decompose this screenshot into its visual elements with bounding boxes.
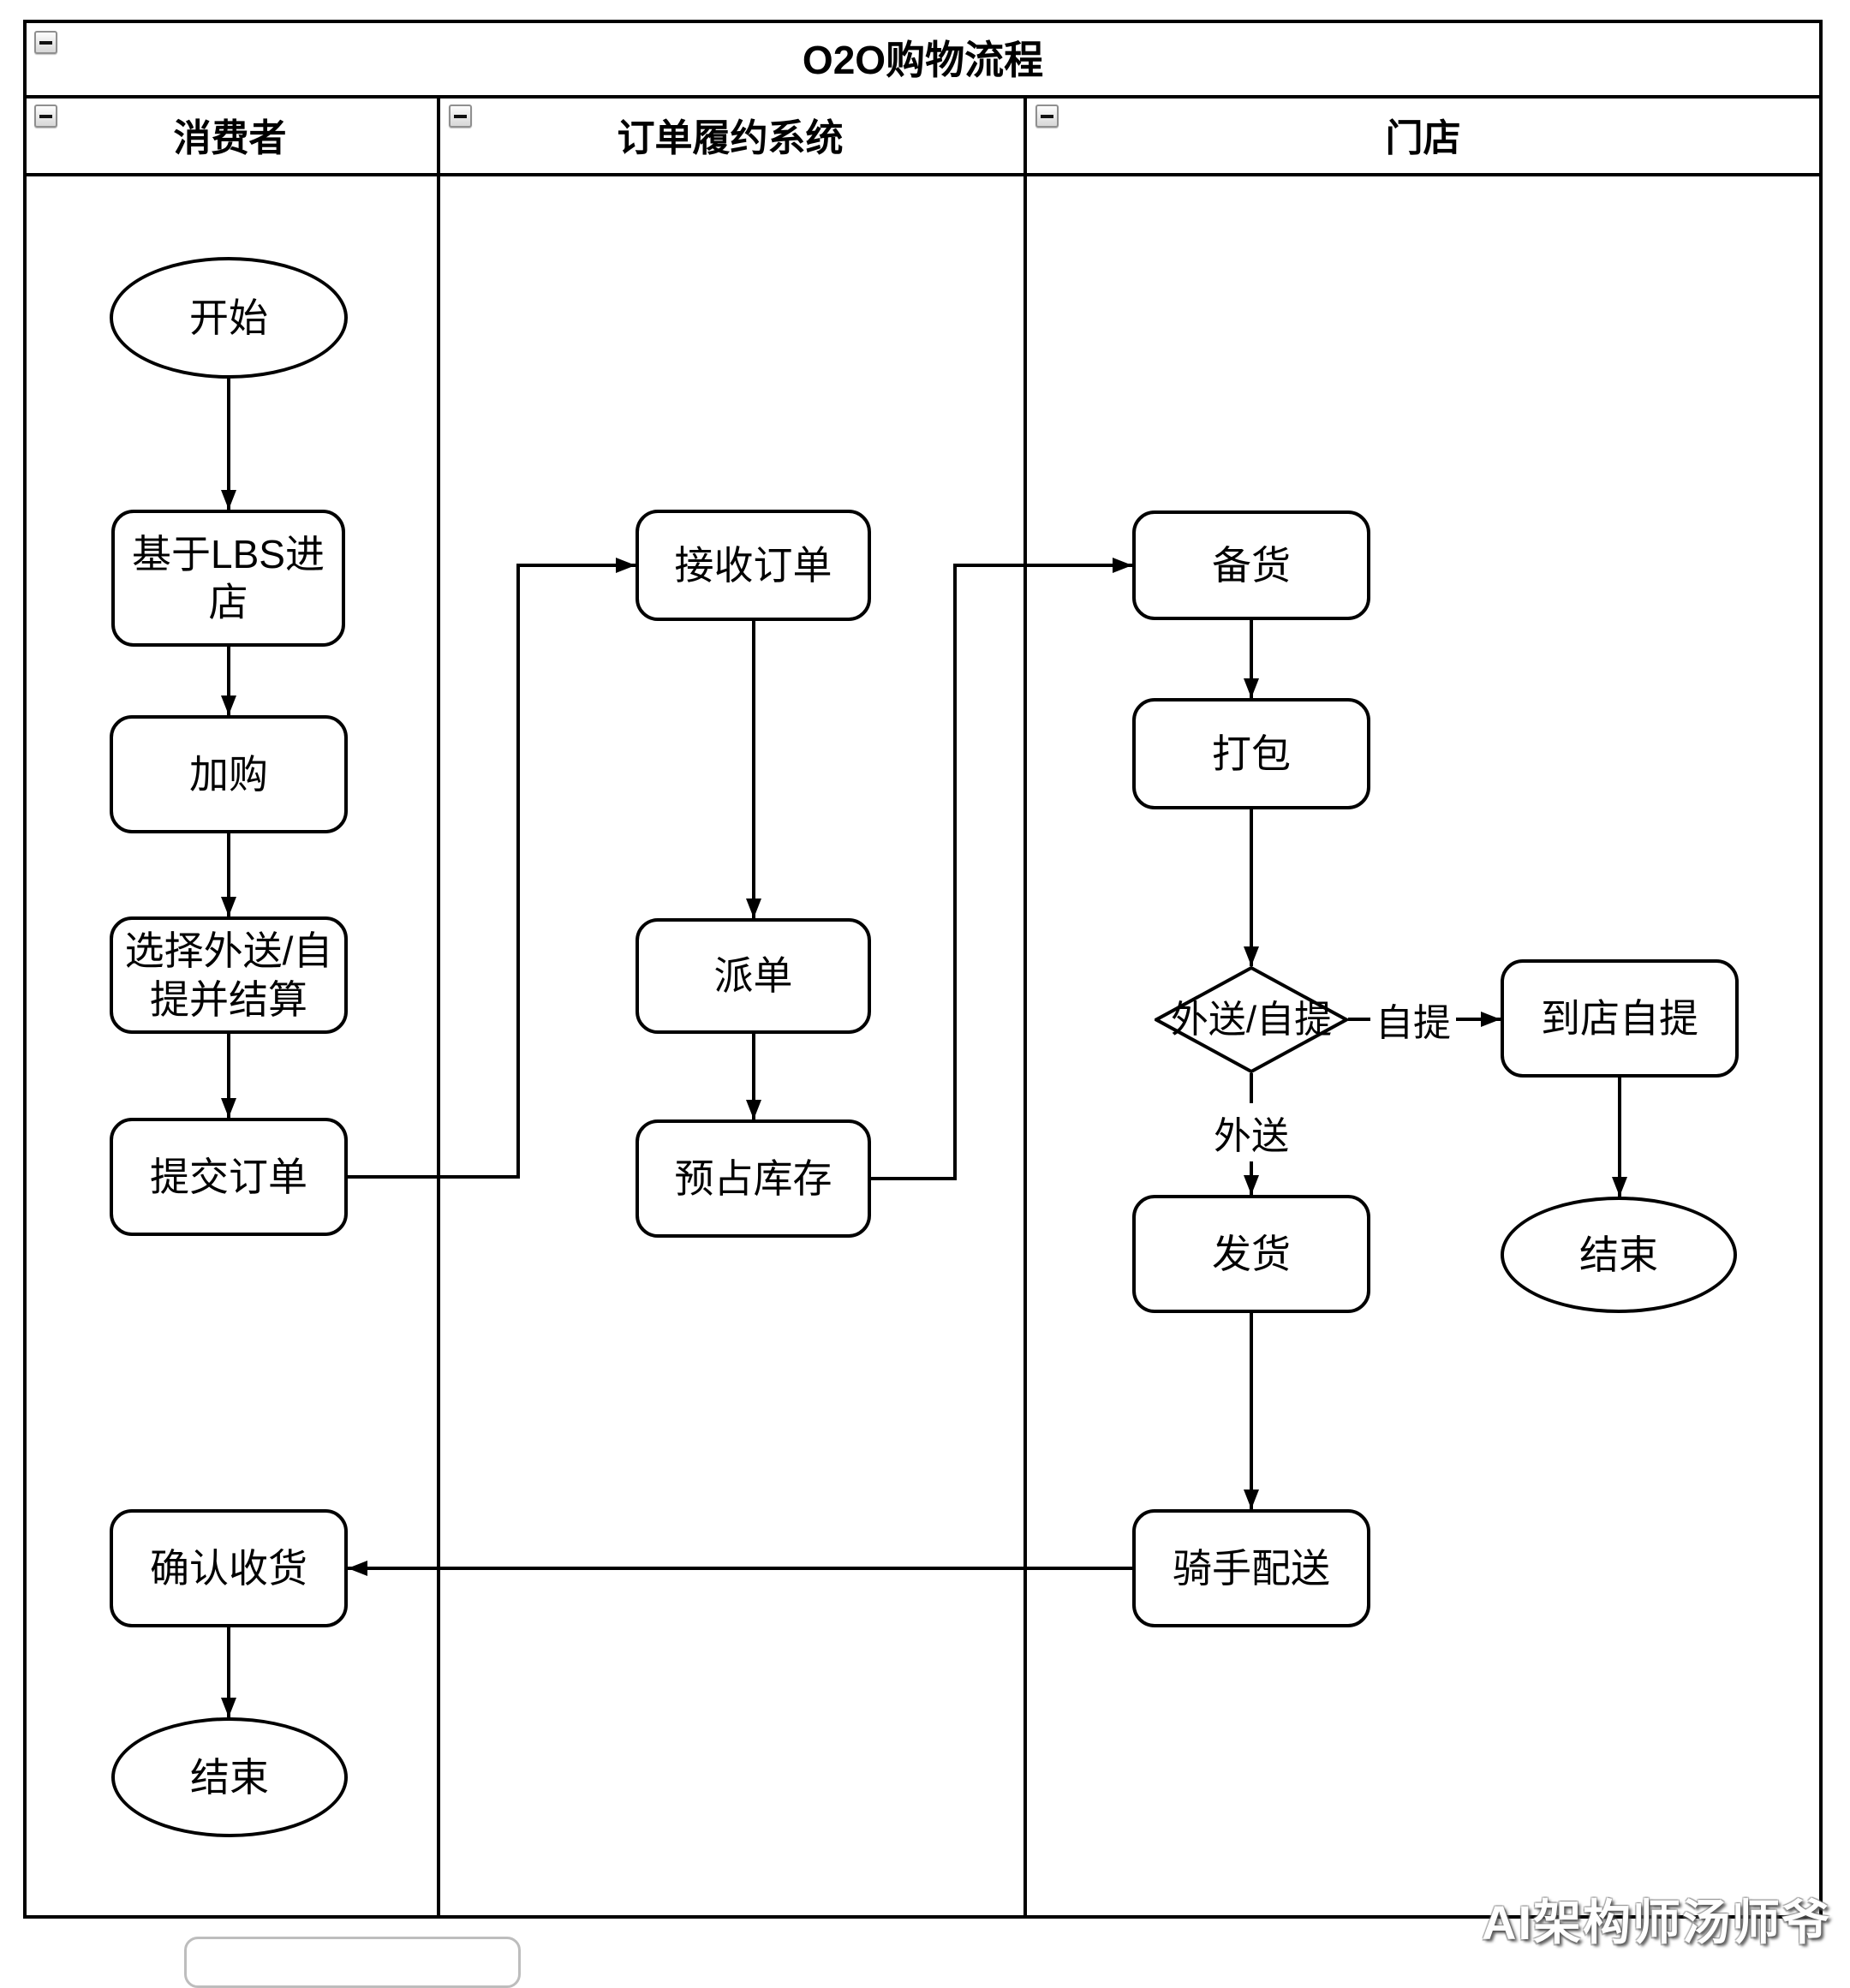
lane-header-consumer: 消费者 (23, 95, 437, 173)
node-label-confirm-receipt: 确认收货 (150, 1545, 307, 1591)
minus-icon (39, 114, 52, 118)
node-label-end-store: 结束 (1579, 1232, 1658, 1277)
node-label-pack: 打包 (1212, 731, 1291, 776)
lane-header-divider (23, 173, 1823, 176)
node-prepare-goods: 备货 (1132, 510, 1370, 620)
node-lbs-enter: 基于LBS进店 (111, 510, 345, 647)
node-label-receive-order: 接收订单 (674, 542, 832, 588)
node-start: 开始 (110, 257, 348, 379)
watermark: AI架构师汤师爷 (1482, 1895, 1831, 1949)
node-label-start: 开始 (189, 295, 268, 340)
node-label-add-cart: 加购 (189, 751, 268, 797)
collapse-lane-consumer-icon[interactable] (34, 104, 57, 128)
node-label-lbs-enter: 基于LBS进店 (132, 531, 325, 624)
node-label-rider-delivery: 骑手配送 (1173, 1545, 1330, 1591)
lane-divider-1 (437, 95, 440, 1919)
node-label-ship: 发货 (1212, 1231, 1291, 1276)
lane-label-store: 门店 (1385, 116, 1461, 159)
node-end-consumer: 结束 (111, 1717, 348, 1837)
minus-icon (454, 114, 467, 118)
node-end-store: 结束 (1501, 1197, 1737, 1313)
node-label-store-pickup: 到店自提 (1541, 995, 1698, 1041)
lane-label-consumer: 消费者 (173, 116, 287, 159)
edge-labels-layer: 自提外送 (1208, 990, 1456, 1161)
node-confirm-receipt: 确认收货 (110, 1509, 348, 1627)
collapse-lane-store-icon[interactable] (1035, 104, 1059, 128)
cutoff-shape (184, 1937, 521, 1988)
edge-label-decision-to-pickup: 自提 (1370, 990, 1456, 1048)
pool-title: O2O购物流程 (802, 38, 1044, 82)
node-label-choose-checkout: 选择外送/自提并结算 (124, 928, 333, 1022)
collapse-lane-fulfillment-icon[interactable] (449, 104, 472, 128)
node-rider-delivery: 骑手配送 (1132, 1509, 1370, 1627)
node-label-end-consumer: 结束 (190, 1754, 269, 1800)
node-label-reserve-stock: 预占库存 (674, 1155, 832, 1201)
collapse-pool-icon[interactable] (34, 31, 57, 54)
node-label-prepare-goods: 备货 (1212, 542, 1291, 588)
node-reserve-stock: 预占库存 (636, 1119, 871, 1238)
node-label-delivery-decision: 外送/自提 (1170, 998, 1333, 1041)
node-receive-order: 接收订单 (636, 510, 871, 621)
minus-icon (1041, 114, 1053, 118)
node-delivery-decision: 外送/自提 (1155, 966, 1348, 1073)
pool-title-row: O2O购物流程 (23, 20, 1823, 95)
node-choose-checkout: 选择外送/自提并结算 (110, 916, 348, 1034)
lane-header-fulfillment: 订单履约系统 (437, 95, 1023, 173)
node-label-submit-order: 提交订单 (150, 1154, 307, 1199)
title-row-divider (23, 95, 1823, 99)
node-label-dispatch-order: 派单 (713, 953, 793, 999)
node-store-pickup: 到店自提 (1501, 959, 1739, 1078)
edge-label-decision-to-ship: 外送 (1208, 1103, 1294, 1161)
node-dispatch-order: 派单 (636, 918, 871, 1034)
lane-header-store: 门店 (1023, 95, 1823, 173)
node-pack: 打包 (1132, 698, 1370, 809)
lane-divider-2 (1023, 95, 1027, 1919)
pool-border (23, 20, 1823, 1919)
lane-label-fulfillment: 订单履约系统 (617, 116, 844, 159)
node-add-cart: 加购 (110, 715, 348, 833)
node-ship: 发货 (1132, 1195, 1370, 1313)
flow-nodes-layer: 开始基于LBS进店加购选择外送/自提并结算提交订单确认收货结束接收订单派单预占库… (110, 257, 1739, 1837)
edge-submit-to-receive (348, 558, 636, 1179)
node-submit-order: 提交订单 (110, 1118, 348, 1236)
minus-icon (39, 40, 52, 45)
edge-reserve-to-prepare (871, 558, 1132, 1180)
